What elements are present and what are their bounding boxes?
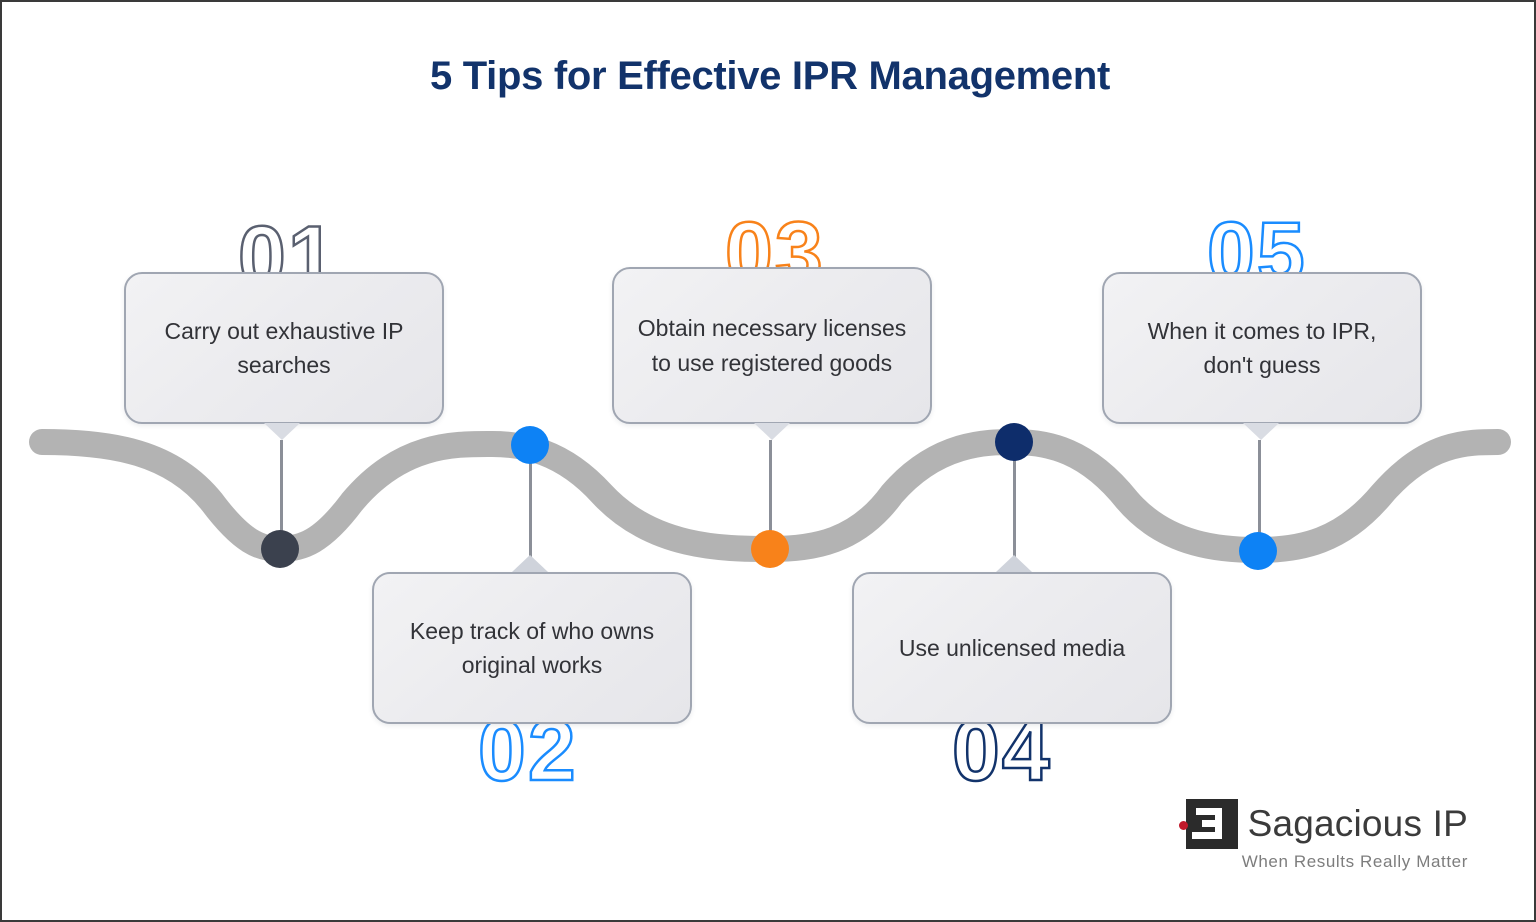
wave-dot-02[interactable] xyxy=(511,426,549,464)
wave-dot-01[interactable] xyxy=(261,530,299,568)
tip-card-04[interactable]: Use unlicensed media xyxy=(852,572,1172,724)
tip-card-05[interactable]: When it comes to IPR, don't guess xyxy=(1102,272,1422,424)
logo-bar-mid xyxy=(1201,820,1222,827)
brand-logo: Sagacious IP When Results Really Matter xyxy=(1178,799,1468,872)
logo-stem-vertical xyxy=(1214,808,1222,839)
logo-bar-bot xyxy=(1191,832,1222,839)
tip-card-03[interactable]: Obtain necessary licenses to use registe… xyxy=(612,267,932,424)
wave-dot-05[interactable] xyxy=(1239,532,1277,570)
sagacious-mark-icon xyxy=(1178,799,1238,849)
connector-stem-04 xyxy=(1013,452,1016,558)
tip-text-02: Keep track of who owns original works xyxy=(409,617,655,679)
wave-dot-04[interactable] xyxy=(995,423,1033,461)
pointer-01 xyxy=(264,423,300,440)
page-title: 5 Tips for Effective IPR Management xyxy=(429,54,1111,98)
pointer-05 xyxy=(1243,423,1279,440)
logo-bar-top xyxy=(1195,808,1222,815)
wave-dot-03[interactable] xyxy=(751,530,789,568)
tip-text-03: Obtain necessary licenses to use registe… xyxy=(637,315,907,376)
connector-stem-02 xyxy=(529,454,532,558)
tip-card-02[interactable]: Keep track of who owns original works xyxy=(372,572,692,724)
logo-row: Sagacious IP xyxy=(1178,799,1468,849)
pointer-03 xyxy=(754,423,790,440)
tip-card-01[interactable]: Carry out exhaustive IP searches xyxy=(124,272,444,424)
pointer-04 xyxy=(996,555,1032,572)
pointer-02 xyxy=(512,555,548,572)
logo-company-name: Sagacious IP xyxy=(1247,803,1468,844)
tip-text-05: When it comes to IPR, don't guess xyxy=(1147,317,1377,379)
tip-text-04: Use unlicensed media xyxy=(898,634,1126,661)
logo-tagline: When Results Really Matter xyxy=(1241,852,1468,871)
tip-text-01: Carry out exhaustive IP searches xyxy=(164,317,404,379)
logo-red-dot-icon xyxy=(1178,821,1188,830)
